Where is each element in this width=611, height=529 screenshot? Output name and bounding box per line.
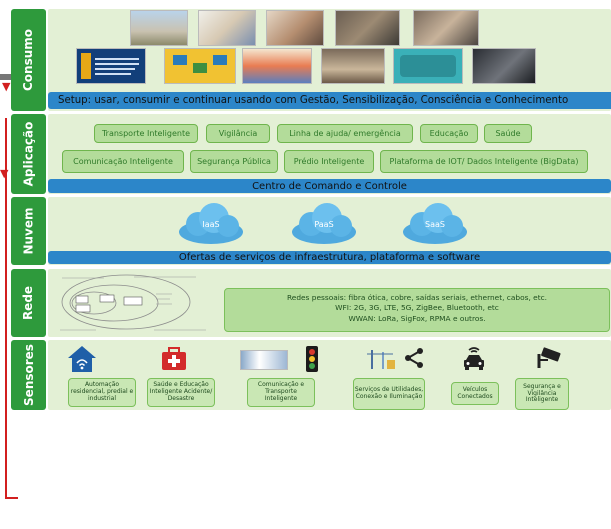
business-photo [472, 48, 536, 84]
consumo-panel: Setup: usar, consumir e continuar usando… [48, 9, 611, 111]
section-label-rede: Rede [11, 269, 46, 337]
coworking-photo [393, 48, 463, 84]
people-photo [198, 10, 256, 46]
office-photo [266, 10, 324, 46]
infrastructure-offers-bar: Ofertas de serviços de infraestrutura, p… [48, 251, 611, 264]
section-label-aplicacao: Aplicação [11, 114, 46, 194]
utility-tower-icon [367, 348, 397, 370]
app-predio: Prédio Inteligente [284, 150, 374, 173]
app-saude: Saúde [484, 124, 532, 143]
app-linha-ajuda: Linha de ajuda/ emergência [277, 124, 413, 143]
app-seguranca-publica: Segurança Pública [190, 150, 278, 173]
app-plataforma-iot: Plataforma de IOT/ Dados Inteligente (Bi… [380, 150, 588, 173]
sensor-label-seguranca: Segurança e Vigilância Inteligente [515, 378, 569, 410]
connected-car-icon [462, 346, 486, 372]
sensor-label-utilidades: Serviços de Utilidades, Conexão e Ilumin… [353, 378, 425, 410]
section-label-nuvem: Nuvem [11, 197, 46, 265]
rede-panel: Redes pessoais: fibra ótica, cobre, saíd… [48, 269, 611, 337]
arrow-down-icon: ▼ [0, 167, 8, 180]
smartphone-photo [413, 10, 479, 46]
section-label-sensores: Sensores [11, 340, 46, 410]
network-diagram [56, 272, 216, 334]
app-vigilancia: Vigilância [206, 124, 270, 143]
sensor-label-saude: Saúde e Educação Inteligente Acidente/ D… [147, 378, 215, 407]
sensor-label-veiculos: Veículos Conectados [451, 382, 499, 405]
app-educacao: Educação [420, 124, 478, 143]
info-slide-photo [76, 48, 146, 84]
smart-home-icon [67, 345, 97, 373]
sensor-label-automacao: Automação residencial, predial e industr… [68, 378, 136, 407]
smart-home-photo [242, 48, 312, 84]
classroom-photo [335, 10, 400, 46]
cloud-icon: PaaS [289, 200, 359, 246]
traffic-light-icon [303, 345, 321, 373]
nuvem-panel: IaaS PaaS SaaS Ofertas de serviços de in… [48, 197, 611, 265]
section-label-consumo: Consumo [11, 9, 46, 111]
meeting-photo [321, 48, 385, 84]
city-traffic-icon [240, 350, 288, 370]
share-icon [403, 347, 425, 369]
aplicacao-panel: Transporte Inteligente Vigilância Linha … [48, 114, 611, 194]
network-types-box: Redes pessoais: fibra ótica, cobre, saíd… [224, 288, 610, 332]
connector-line [5, 497, 18, 499]
cloud-icon: IaaS [176, 200, 246, 246]
first-aid-icon [161, 347, 187, 371]
sensor-label-comunicacao: Comunicação e Transporte Inteligente [247, 378, 315, 407]
sensores-panel: Automação residencial, predial e industr… [48, 340, 611, 410]
cloud-icon: SaaS [400, 200, 470, 246]
connector-stub [0, 74, 11, 80]
security-camera-icon [536, 346, 564, 370]
city-photo [130, 10, 188, 46]
app-transporte: Transporte Inteligente [94, 124, 198, 143]
arrow-down-icon: ▼ [2, 80, 11, 93]
infographic-photo [164, 48, 236, 84]
command-center-bar: Centro de Comando e Controle [48, 179, 611, 193]
setup-bar: Setup: usar, consumir e continuar usando… [48, 92, 611, 109]
connector-line [5, 118, 7, 498]
app-comunicacao: Comunicação Inteligente [62, 150, 184, 173]
